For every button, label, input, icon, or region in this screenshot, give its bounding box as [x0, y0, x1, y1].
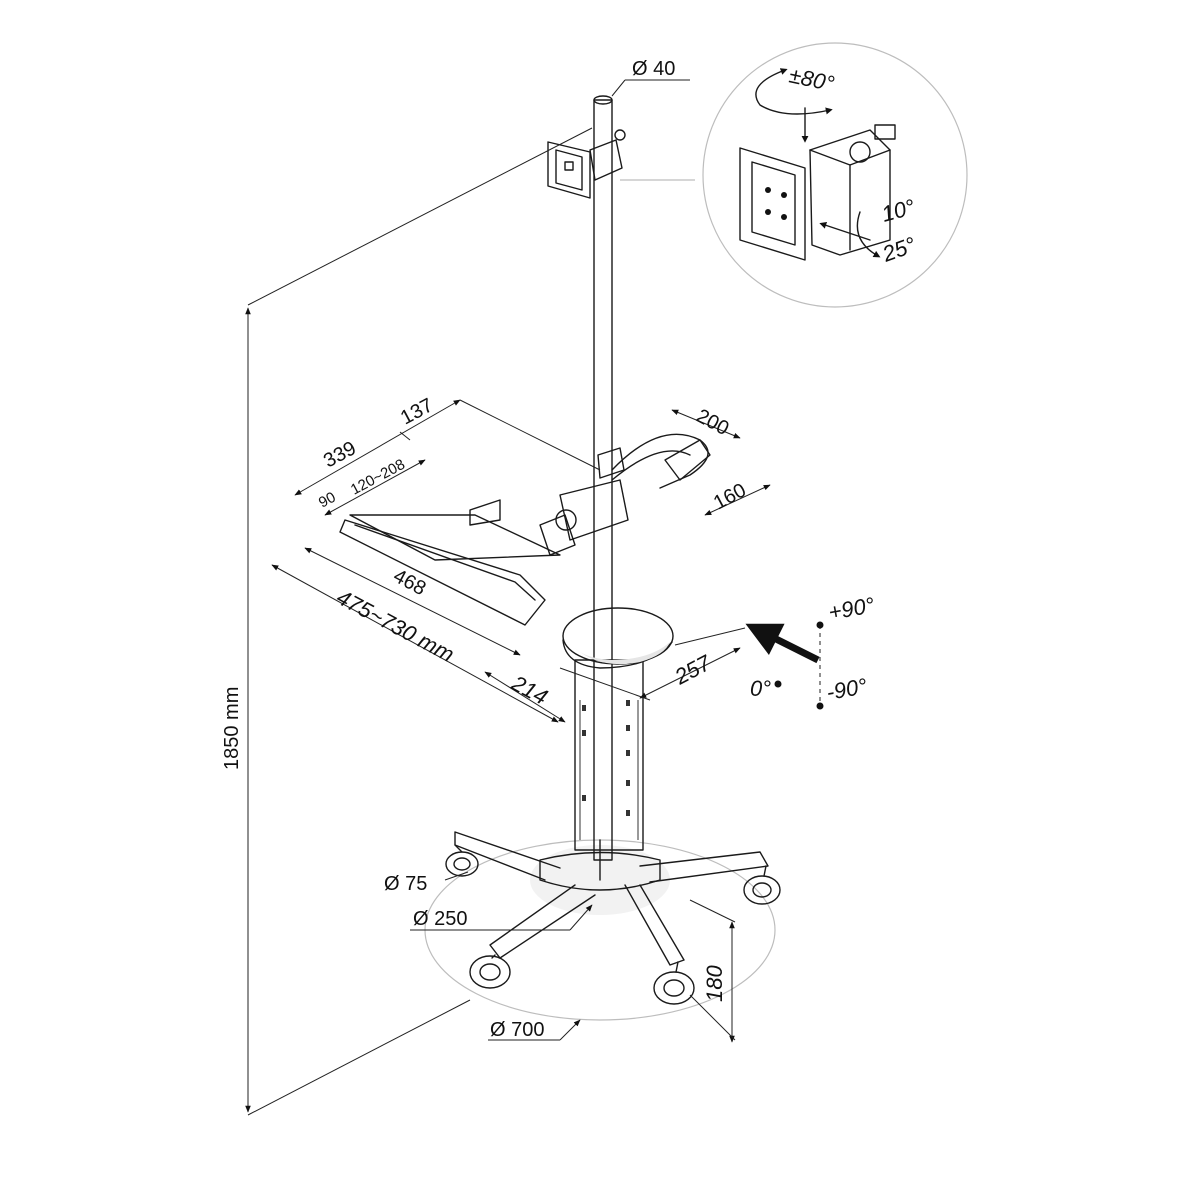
keyboard-depth-label: 339: [320, 437, 360, 472]
caster-left-front: [469, 954, 511, 989]
mount-swivel-label: ±80°: [787, 62, 837, 96]
caster-diameter-label: Ø 75: [384, 873, 427, 895]
handle-depth-label: 160: [710, 479, 750, 514]
mouse-offset-label: 214: [507, 670, 552, 710]
keyboard-arm: [539, 479, 629, 556]
handle-width-label: 200: [693, 405, 733, 440]
base-diameter-label: Ø 700: [490, 1019, 544, 1041]
pole-diameter-label: Ø 40: [632, 58, 675, 80]
mouse-width-label: 257: [670, 650, 716, 690]
caster-left-back: [445, 844, 479, 877]
pole: [593, 95, 613, 861]
mouse-tray: [562, 607, 674, 669]
total-height-label: 1850 mm: [221, 687, 243, 770]
tray-plus-label: +90°: [827, 592, 877, 625]
casters: [445, 844, 781, 1005]
tray-minus-label: -90°: [825, 673, 870, 705]
caster-right-back: [743, 865, 781, 905]
tray-depth-label: 90: [316, 489, 339, 512]
push-handle: [597, 433, 711, 489]
keyboard-offset-label: 137: [397, 394, 437, 429]
tilt-up-label: 10°: [879, 194, 918, 227]
star-base: [454, 831, 769, 966]
base-height-label: 180: [702, 965, 727, 1002]
caster-right-front: [653, 961, 695, 1005]
detail-inset: [620, 42, 968, 308]
tray-zero-label: 0°: [750, 676, 771, 701]
dimension-lines: [245, 79, 824, 1116]
keyboard-width-label: 468: [390, 565, 430, 600]
lower-column: [574, 659, 644, 851]
tilt-down-label: 25°: [878, 232, 919, 267]
keyboard-reach-label: 475~730 mm: [333, 584, 459, 667]
monitor-mount: [547, 129, 626, 199]
column-diameter-label: Ø 250: [413, 908, 467, 930]
tray-height-range-label: 120~208: [348, 456, 408, 499]
